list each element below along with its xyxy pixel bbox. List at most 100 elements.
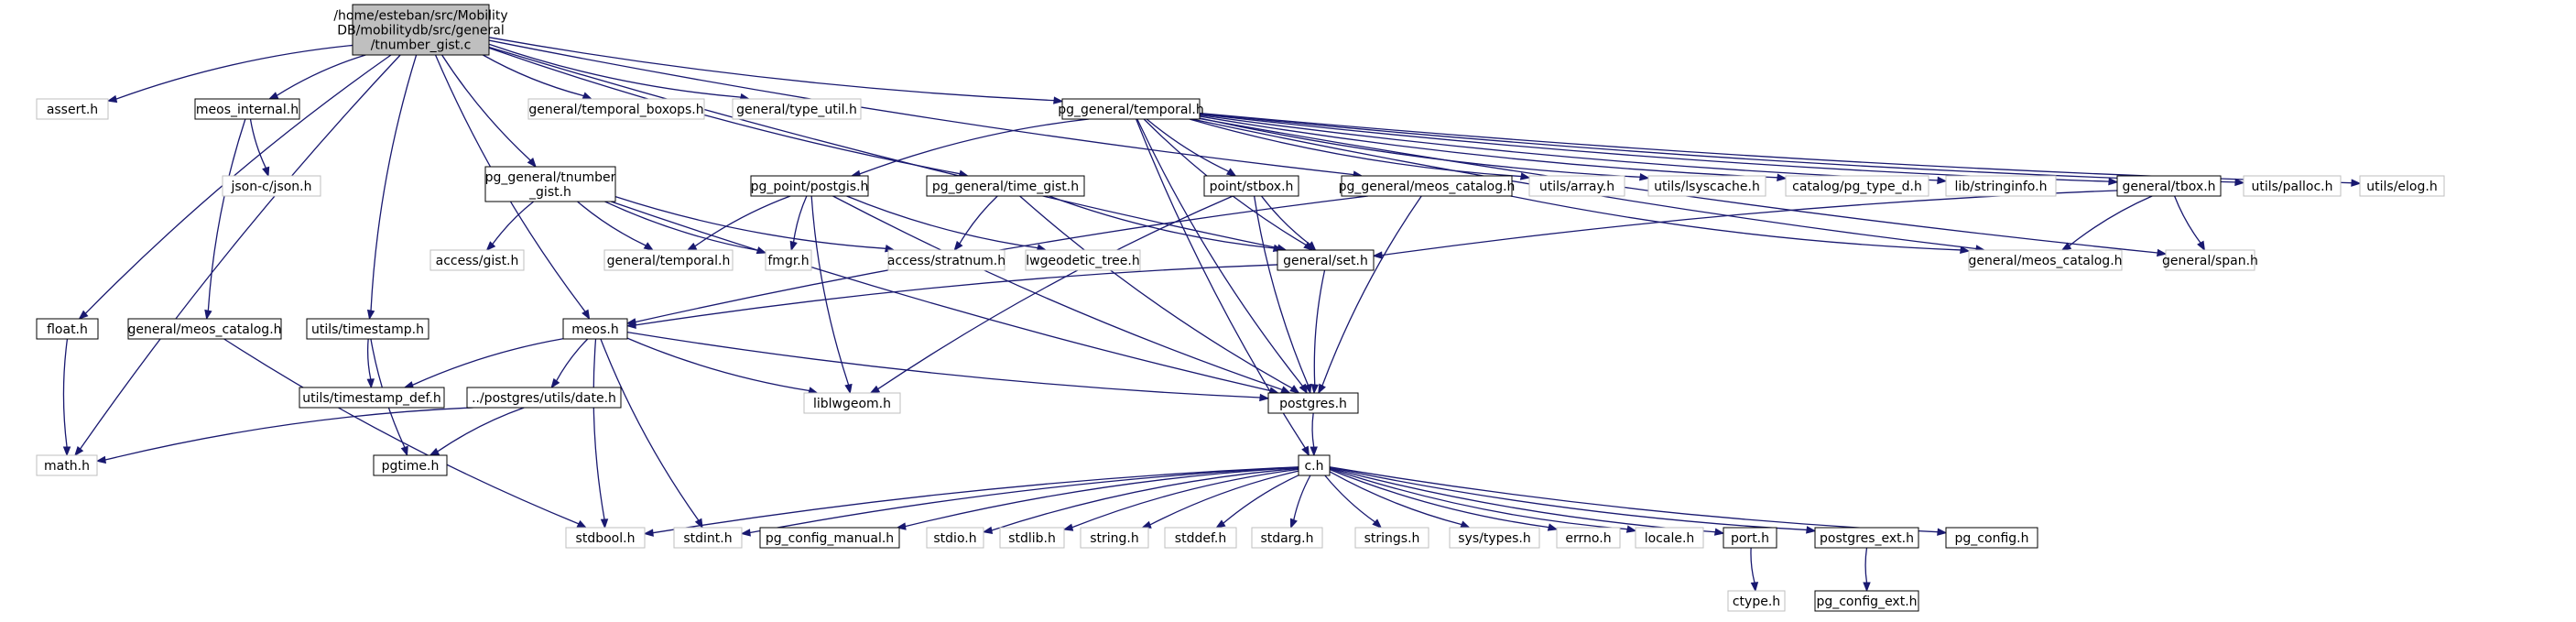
node-pg_config_ext[interactable]: pg_config_ext.h — [1814, 590, 1919, 612]
node-pg_tnumber_gist[interactable]: pg_general/tnumber_gist.h — [484, 166, 616, 202]
edge-postgres_utils_date-to-pgtime — [437, 407, 525, 453]
arrowhead-general_set-to-postgres — [1310, 384, 1319, 395]
node-box-sys_types — [1449, 527, 1540, 549]
node-general_set[interactable]: general/set.h — [1277, 249, 1375, 271]
edge-pg_tnumber_gist-to-postgres — [611, 201, 1271, 392]
edge-point_stbox-to-general_set — [1260, 195, 1310, 246]
node-pg_meos_catalog[interactable]: pg_general/meos_catalog.h — [1339, 175, 1516, 197]
node-point_stbox[interactable]: point/stbox.h — [1203, 175, 1299, 197]
node-general_meos_catalog[interactable]: general/meos_catalog.h — [127, 318, 282, 340]
node-postgres_utils_date[interactable]: ../postgres/utils/date.h — [466, 387, 622, 409]
edge-postgres_ext-to-pg_config_ext — [1864, 547, 1868, 584]
arrowhead-general_set-to-meos — [625, 321, 636, 330]
node-label-json: json-c/json.h — [230, 180, 311, 194]
arrowhead-c-to-stddef — [1215, 519, 1226, 529]
arrowhead-c-to-locale — [1625, 525, 1637, 533]
edge-pg_point_postgis-to-postgres — [832, 195, 1283, 391]
edge-pg_point_postgis-to-lwgeodetic_tree — [846, 195, 1038, 249]
edge-root-to-pg_temporal — [488, 37, 1055, 102]
arrowhead-pg_meos_catalog-to-postgres — [1318, 383, 1326, 395]
node-box-catalog_pg_type_d — [1785, 175, 1929, 197]
arrowhead-utils_timestamp-to-pgtime — [400, 445, 408, 457]
node-meos[interactable]: meos.h — [562, 318, 628, 340]
node-label-stddef: stddef.h — [1175, 531, 1226, 546]
arrowhead-meos_internal-to-general_meos_catalog — [204, 309, 212, 321]
edge-pg_point_postgis-to-liblwgeom — [810, 195, 850, 386]
arrowhead-c-to-stdarg — [1289, 518, 1298, 529]
node-box-strings — [1354, 527, 1429, 549]
edge-general_set-to-meos — [635, 264, 1278, 326]
edge-pg_tnumber_gist-to-access_stratnum — [614, 196, 886, 249]
edge-meos_internal-to-general_meos_catalog — [207, 118, 246, 311]
node-label-type_util: general/type_util.h — [736, 103, 857, 117]
node-pg_config[interactable]: pg_config.h — [1945, 527, 2038, 549]
node-utils_timestamp[interactable]: utils/timestamp.h — [306, 318, 429, 340]
edge-c-to-strings — [1324, 475, 1375, 523]
node-root[interactable]: /home/esteban/src/MobilityDB/mobilitydb/… — [333, 4, 508, 56]
node-float[interactable]: float.h — [36, 318, 99, 340]
arrowhead-pg_point_postgis-to-postgres — [1280, 386, 1291, 394]
node-postgres_ext[interactable]: postgres_ext.h — [1814, 527, 1919, 549]
edge-utils_timestamp-to-utils_timestamp_def — [366, 338, 372, 380]
edge-pg_point_postgis-to-general_temporal — [694, 195, 791, 247]
arrowhead-meos-to-postgres — [1259, 393, 1270, 402]
edge-c-to-stdlib — [1071, 468, 1299, 529]
node-box-string — [1080, 527, 1149, 549]
node-label-ctype: ctype.h — [1733, 595, 1780, 609]
node-label-postgres_utils_date: ../postgres/utils/date.h — [472, 391, 616, 406]
node-pg_config_manual[interactable]: pg_config_manual.h — [759, 527, 900, 549]
arrowhead-meos-to-stdbool — [600, 518, 609, 529]
node-label-locale: locale.h — [1645, 531, 1695, 546]
arrowhead-point_stbox-to-postgres — [1304, 383, 1312, 395]
node-fmgr: fmgr.h — [765, 249, 812, 271]
node-box-liblwgeom — [803, 392, 901, 414]
node-label-utils_array: utils/array.h — [1539, 180, 1614, 194]
node-box-utils_timestamp_def — [299, 387, 445, 409]
node-box-pg_meos_catalog — [1341, 175, 1513, 197]
node-catalog_pg_type_d: catalog/pg_type_d.h — [1785, 175, 1929, 197]
edge-pg_temporal-to-catalog_pg_type_d — [1199, 115, 1778, 179]
node-box-general_temporal — [603, 249, 734, 271]
node-pgtime[interactable]: pgtime.h — [373, 454, 448, 476]
node-label-pg_config_ext: pg_config_ext.h — [1816, 595, 1917, 609]
node-stdint: stdint.h — [673, 527, 743, 549]
edge-c-to-postgres_ext — [1329, 466, 1808, 531]
edge-pg_tnumber_gist-to-access_gist — [492, 201, 535, 245]
edge-pg_tnumber_gist-to-general_temporal — [577, 201, 647, 246]
node-general_tbox[interactable]: general/tbox.h — [2116, 175, 2222, 197]
node-label-root: DB/mobilitydb/src/general — [337, 24, 505, 38]
node-label-general_meos_catalog2: general/meos_catalog.h — [1968, 254, 2122, 268]
edge-c-to-pg_config — [1329, 466, 1939, 533]
edge-meos_internal-to-json — [249, 118, 266, 169]
node-lib_stringinfo: lib/stringinfo.h — [1945, 175, 2057, 197]
node-c[interactable]: c.h — [1298, 454, 1331, 476]
node-label-root: /tnumber_gist.c — [371, 38, 472, 53]
node-pg_temporal[interactable]: pg_general/temporal.h — [1058, 98, 1204, 120]
node-box-pg_point_postgis — [750, 175, 869, 197]
node-label-stdlib: stdlib.h — [1008, 531, 1056, 546]
node-postgres[interactable]: postgres.h — [1267, 392, 1359, 414]
node-port[interactable]: port.h — [1723, 527, 1777, 549]
edge-meos-to-postgres_utils_date — [556, 338, 589, 382]
node-box-float — [36, 318, 99, 340]
node-access_stratnum: access/stratnum.h — [887, 249, 1005, 271]
node-pg_time_gist[interactable]: pg_general/time_gist.h — [926, 175, 1085, 197]
edge-c-to-stdint — [749, 466, 1299, 534]
node-utils_timestamp_def[interactable]: utils/timestamp_def.h — [299, 387, 445, 409]
edge-c-to-stddef — [1223, 475, 1299, 524]
arrowhead-root-to-float — [78, 310, 89, 320]
node-pg_point_postgis[interactable]: pg_point/postgis.h — [750, 175, 869, 197]
node-box-lib_stringinfo — [1945, 175, 2057, 197]
node-meos_internal[interactable]: meos_internal.h — [194, 98, 300, 120]
node-general_meos_catalog2: general/meos_catalog.h — [1968, 249, 2123, 271]
edge-pg_time_gist-to-access_stratnum — [959, 195, 998, 245]
node-box-json — [222, 175, 321, 197]
arrowhead-root-to-math — [74, 445, 84, 457]
arrowhead-pg_tnumber_gist-to-general_temporal — [643, 242, 655, 251]
arrowhead-pg_temporal-to-point_stbox — [1225, 168, 1237, 177]
edge-port-to-ctype — [1750, 547, 1755, 584]
node-access_gist: access/gist.h — [429, 249, 525, 271]
edge-meos-to-stdbool — [592, 338, 605, 520]
arrowhead-root-to-utils_timestamp — [366, 309, 375, 321]
node-liblwgeom: liblwgeom.h — [803, 392, 901, 414]
